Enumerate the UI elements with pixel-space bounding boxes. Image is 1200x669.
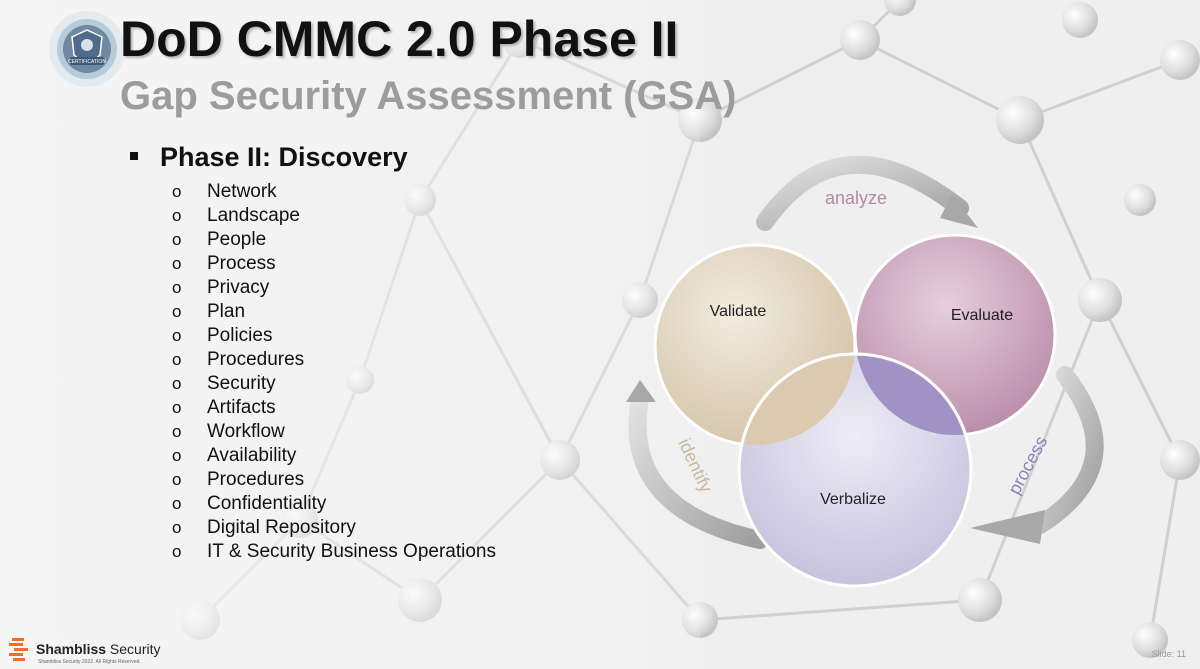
validate-label: Validate bbox=[710, 303, 767, 320]
section-label: Phase II: Discovery bbox=[160, 142, 408, 172]
copyright: Shambliss Security 2022. All Rights Rese… bbox=[38, 659, 141, 665]
square-bullet-icon bbox=[130, 151, 138, 160]
page-title: DoD CMMC 2.0 Phase II bbox=[120, 11, 679, 67]
evaluate-label: Evaluate bbox=[951, 307, 1013, 324]
slide-number: Slide: 11 bbox=[1151, 649, 1186, 659]
certification-badge-icon: CERTIFICATION bbox=[49, 11, 125, 87]
analyze-label: analyze bbox=[825, 188, 887, 208]
arrow-identify-head bbox=[626, 380, 656, 402]
verbalize-label: Verbalize bbox=[820, 491, 886, 508]
footer-logo: Shambliss Security Shambliss Security 20… bbox=[8, 637, 208, 667]
arrow-process bbox=[1031, 366, 1104, 534]
shambliss-logo-icon bbox=[9, 638, 28, 661]
svg-text:CERTIFICATION: CERTIFICATION bbox=[68, 59, 106, 65]
section-heading: Phase II: Discovery bbox=[130, 140, 408, 174]
arrow-analyze bbox=[756, 155, 969, 231]
page-subtitle: Gap Security Assessment (GSA) bbox=[120, 74, 737, 118]
overlap-validate-verbalize bbox=[737, 352, 855, 445]
arrow-analyze-head bbox=[940, 194, 978, 228]
arrow-process-head bbox=[970, 510, 1045, 544]
overlap-evaluate-verbalize bbox=[855, 352, 973, 435]
brand-name: Shambliss Security bbox=[36, 641, 161, 657]
venn-cycle-diagram: Validate Evaluate Verbalize analyze proc… bbox=[626, 155, 1104, 588]
process-label: process bbox=[1004, 433, 1051, 498]
identify-label: identify bbox=[674, 435, 716, 495]
arrow-identify bbox=[628, 389, 769, 549]
